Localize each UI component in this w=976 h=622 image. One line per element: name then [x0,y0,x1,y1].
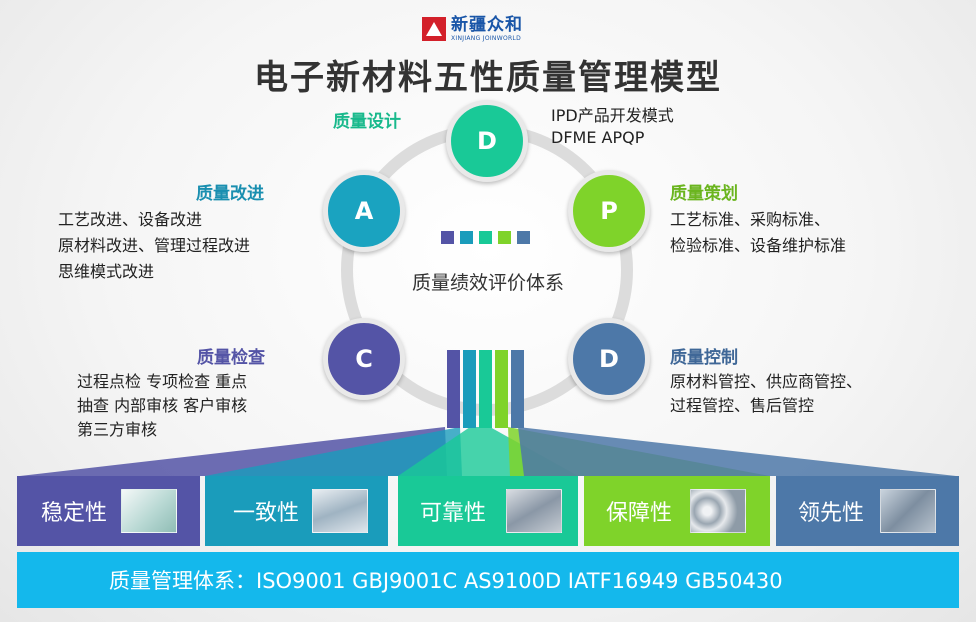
desc-line: 抽查 内部审核 客户审核 [77,396,248,415]
desc-line: 过程点检 专项检查 重点 [77,372,248,391]
desc-line: 思维模式改进 [58,262,155,281]
legend-square-4 [498,231,511,244]
legend-square-5 [517,231,530,244]
pillar-label: 可靠性 [420,501,487,526]
stripe-support [495,350,508,428]
desc-line: 原材料管控、供应商管控、 [670,372,863,391]
pillar-label: 一致性 [233,501,300,526]
pipes-photo-icon [690,489,746,533]
node-control-circle: D [568,318,650,400]
pillar-reliability: 可靠性 [398,476,578,546]
desc-line: 检验标准、设备维护标准 [670,236,847,255]
stripe-reliability [479,350,492,428]
tubes-photo-icon [506,489,562,533]
stripe-stability [447,350,460,428]
desc-line: 工艺标准、采购标准、 [670,210,831,229]
logo-mark-icon [422,17,446,41]
node-plan-desc: 工艺标准、采购标准、 检验标准、设备维护标准 [670,207,846,259]
pillar-label: 领先性 [798,501,865,526]
pillar-label: 稳定性 [41,501,108,526]
quality-system-bar: 质量管理体系：ISO9001 GBJ9001C AS9100D IATF1694… [17,552,959,608]
legend-square-2 [460,231,473,244]
desc-line: IPD产品开发模式 [551,106,674,125]
node-design-desc: IPD产品开发模式 DFME APQP [551,105,674,149]
node-check-circle: C [323,318,405,400]
pillar-consistency: 一致性 [205,476,388,546]
foil-rolls-photo-icon [312,489,368,533]
node-plan-circle: P [568,170,650,252]
fasteners-photo-icon [880,489,936,533]
node-check-desc: 过程点检 专项检查 重点 抽查 内部审核 客户审核 第三方审核 [77,370,247,442]
stacked-sheets-photo-icon [121,489,177,533]
company-logo: 新疆众和 XINJIANG JOINWORLD [422,14,562,44]
logo-english-name: XINJIANG JOINWORLD [451,34,521,42]
desc-line: 原材料改进、管理过程改进 [58,236,251,255]
cycle-center-label: 质量绩效评价体系 [411,272,564,294]
desc-line: 第三方审核 [77,420,158,439]
ray-consistency [205,427,462,476]
logo-chinese-name: 新疆众和 [451,14,523,35]
node-design-title: 质量设计 [333,112,401,132]
node-control-title: 质量控制 [670,348,738,368]
ray-leadership [518,427,956,476]
node-act-desc: 工艺改进、设备改进 原材料改进、管理过程改进 思维模式改进 [58,207,250,285]
node-control-desc: 原材料管控、供应商管控、 过程管控、售后管控 [670,370,862,418]
pillar-leadership: 领先性 [776,476,959,546]
node-act-title: 质量改进 [196,184,264,204]
stripe-leadership [511,350,524,428]
desc-line: DFME APQP [551,128,645,147]
node-design-circle: D [446,100,528,182]
desc-line: 过程管控、售后管控 [670,396,815,415]
node-check-title: 质量检查 [197,348,265,368]
node-plan-title: 质量策划 [670,184,738,204]
node-act-circle: A [323,170,405,252]
stripe-consistency [463,350,476,428]
desc-line: 工艺改进、设备改进 [58,210,203,229]
pillar-support: 保障性 [584,476,770,546]
pillar-label: 保障性 [606,501,673,526]
page-title: 电子新材料五性质量管理模型 [254,58,722,98]
legend-square-1 [441,231,454,244]
pillar-stability: 稳定性 [17,476,200,546]
legend-square-3 [479,231,492,244]
